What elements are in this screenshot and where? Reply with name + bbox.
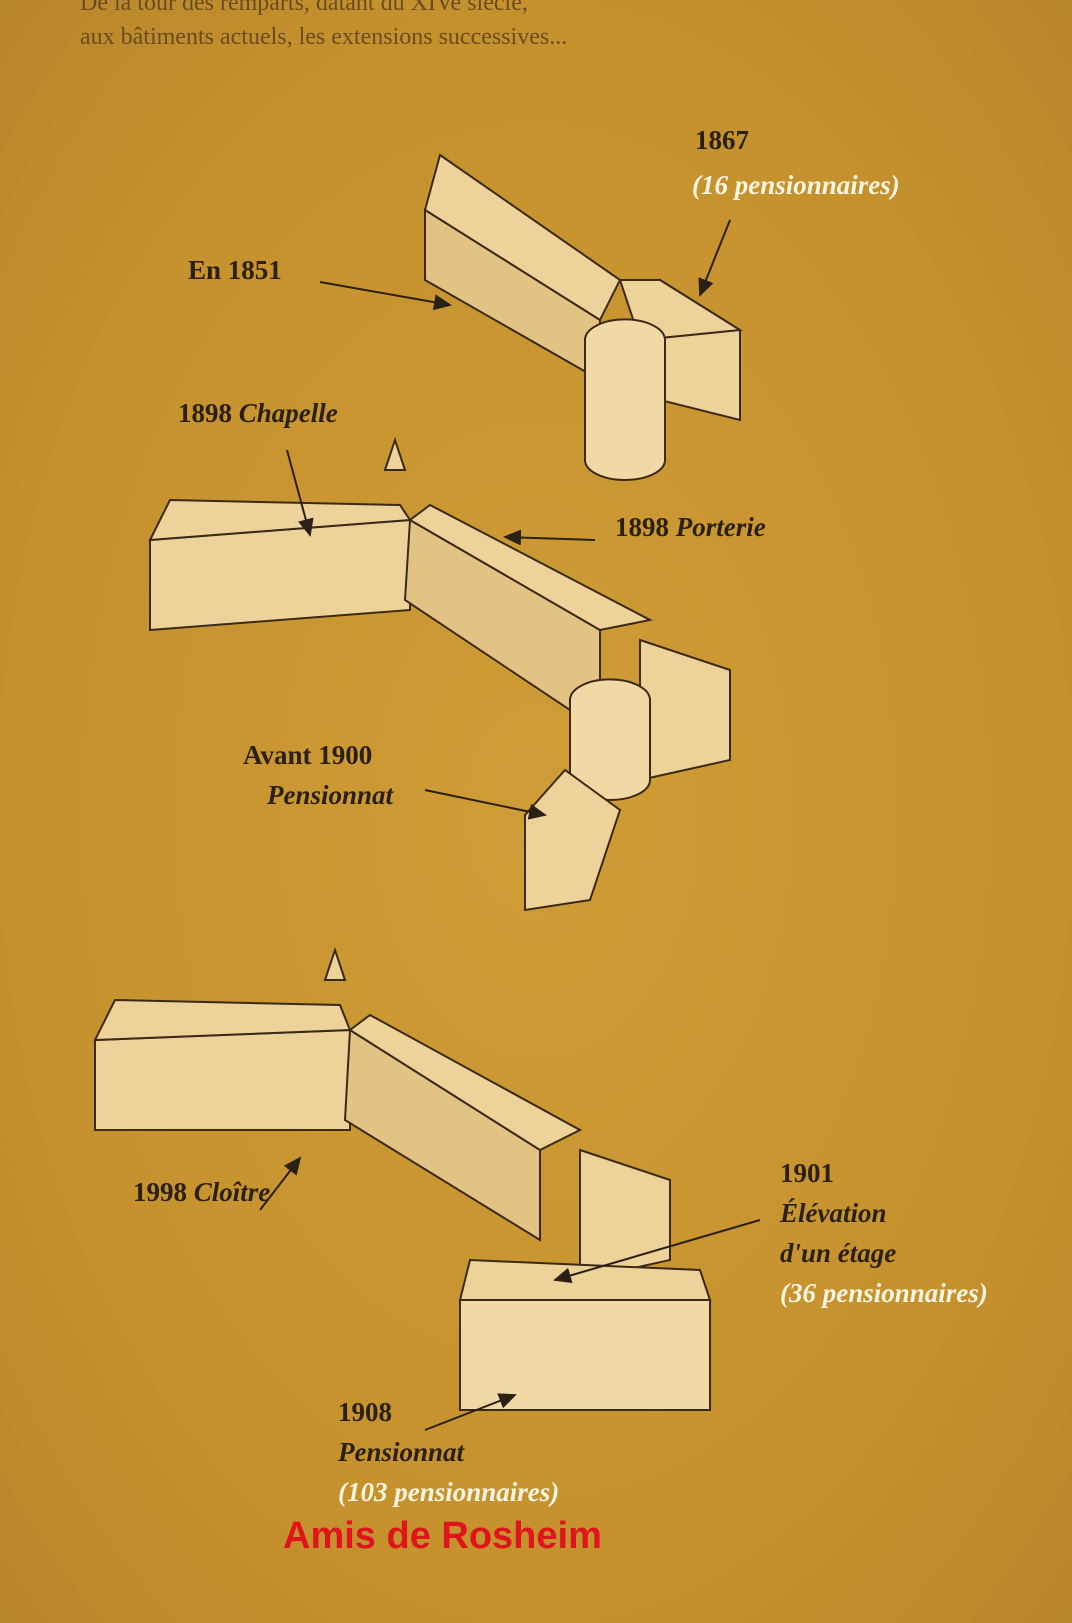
intro-line-1: De la tour des remparts, datant du XIVe … <box>80 0 528 16</box>
label-1867: 1867 <box>695 125 749 155</box>
label-1851: En 1851 <box>188 255 282 285</box>
note-1901: (36 pensionnaires) <box>780 1278 988 1308</box>
label-pensionnat-1900: Pensionnat <box>267 780 394 810</box>
label-1901: 1901 <box>780 1158 834 1188</box>
building-1908 <box>93 946 712 1411</box>
arrows <box>259 219 761 1431</box>
building-1900 <box>148 436 731 912</box>
label-chapelle: 1898 Chapelle <box>178 398 338 428</box>
note-1867: (16 pensionnaires) <box>692 170 900 200</box>
label-cloitre: 1998 Cloître <box>133 1177 271 1207</box>
label-avant-1900: Avant 1900 <box>243 740 373 770</box>
building-1851 <box>423 153 744 481</box>
credit-text: Amis de Rosheim <box>283 1515 602 1557</box>
intro-text: De la tour des remparts, datant du XIVe … <box>80 0 567 54</box>
note-1908: (103 pensionnaires) <box>338 1477 560 1507</box>
intro-line-2: aux bâtiments actuels, les extensions su… <box>80 24 568 50</box>
label-pensionnat-1908: Pensionnat <box>338 1437 465 1467</box>
label-1908: 1908 <box>338 1397 392 1427</box>
label-etage: d'un étage <box>780 1238 897 1268</box>
label-elevation: Élévation <box>780 1198 887 1228</box>
label-porterie: 1898 Porterie <box>615 512 766 542</box>
